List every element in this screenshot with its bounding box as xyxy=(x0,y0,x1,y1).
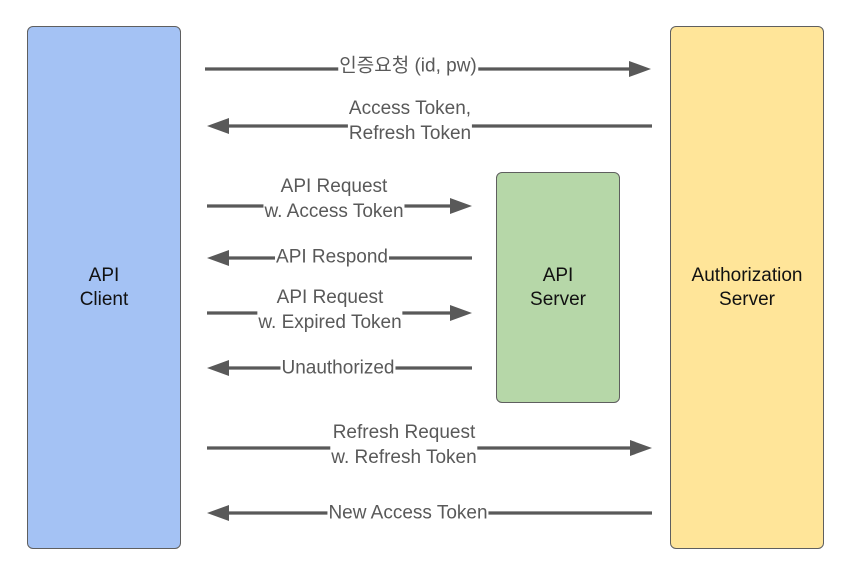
arrowhead-unauthorized xyxy=(207,360,229,376)
arrowhead-api-request xyxy=(450,198,472,214)
api-server-label: API Server xyxy=(530,264,586,310)
arrowhead-expired-request xyxy=(450,305,472,321)
api-client-label: API Client xyxy=(79,264,129,310)
message-label-refresh-request: Refresh Request w. Refresh Token xyxy=(330,420,478,470)
arrowhead-auth-request xyxy=(629,61,651,77)
authorization-server-label: Authorization Server xyxy=(691,264,803,310)
message-label-new-access-token: New Access Token xyxy=(327,500,489,526)
message-label-api-request: API Request w. Access Token xyxy=(263,174,405,224)
message-label-expired-request: API Request w. Expired Token xyxy=(257,285,403,335)
arrowhead-api-respond xyxy=(207,250,229,266)
arrowhead-new-access-token xyxy=(207,505,229,521)
authorization-server-box: Authorization Server xyxy=(670,26,824,549)
message-label-unauthorized: Unauthorized xyxy=(280,355,396,381)
api-client-box: API Client xyxy=(27,26,181,549)
arrowhead-tokens-issued xyxy=(207,118,229,134)
message-label-auth-request: 인증요청 (id, pw) xyxy=(338,53,478,79)
arrowhead-refresh-request xyxy=(630,440,652,456)
message-label-tokens-issued: Access Token, Refresh Token xyxy=(347,96,473,146)
api-server-box: API Server xyxy=(496,172,620,403)
message-label-api-respond: API Respond xyxy=(275,244,389,270)
